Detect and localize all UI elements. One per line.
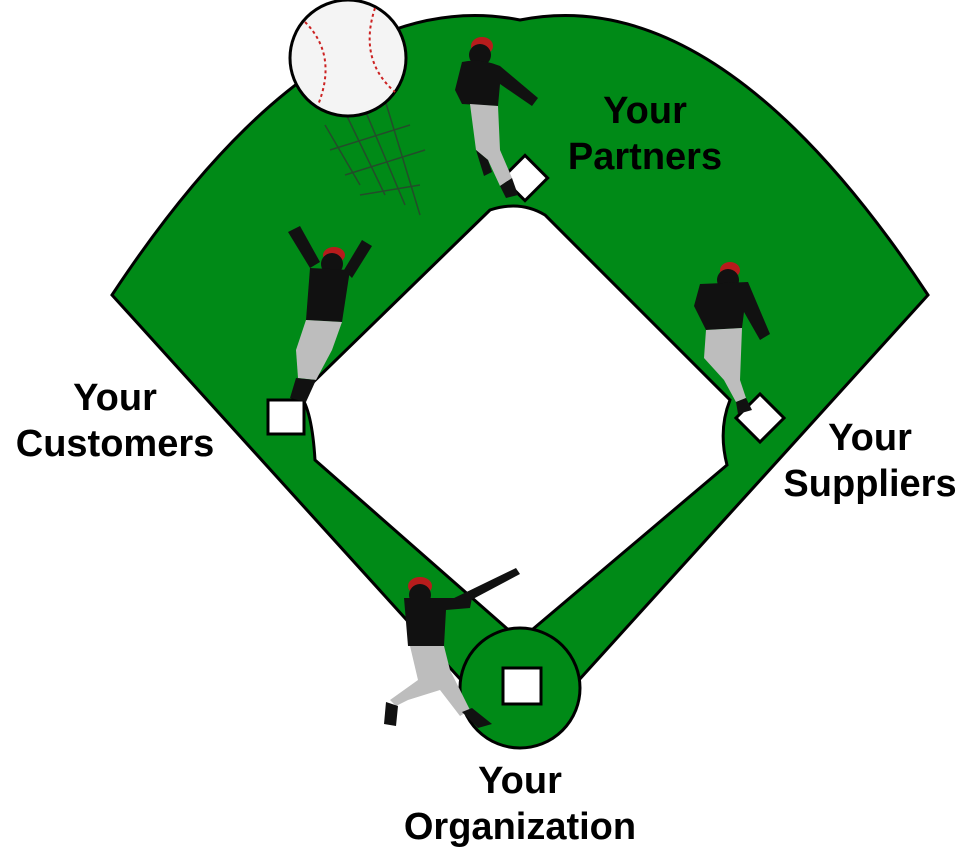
infield-diamond bbox=[297, 204, 732, 642]
label-your-organization: Your Organization bbox=[385, 758, 655, 850]
baseball-icon bbox=[288, 0, 408, 118]
label-suppliers-line2: Suppliers bbox=[783, 463, 957, 505]
label-customers-line1: Your bbox=[73, 377, 157, 419]
home-plate-icon bbox=[501, 666, 543, 706]
label-partners-line1: Your bbox=[603, 90, 687, 132]
batter-icon bbox=[384, 568, 520, 728]
label-your-customers: Your Customers bbox=[0, 375, 230, 467]
runner-icon bbox=[288, 226, 372, 402]
third-base-icon bbox=[266, 398, 306, 436]
label-partners-line2: Partners bbox=[567, 136, 723, 178]
label-organization-line1: Your bbox=[478, 760, 562, 802]
runner-icon bbox=[455, 37, 538, 198]
label-organization-line2: Organization bbox=[403, 806, 637, 848]
label-your-partners: Your Partners bbox=[555, 88, 735, 180]
label-customers-line2: Customers bbox=[15, 423, 215, 465]
label-your-suppliers: Your Suppliers bbox=[770, 415, 970, 507]
runner-icon bbox=[694, 262, 770, 414]
label-suppliers-line1: Your bbox=[828, 417, 912, 459]
ball-motion-lines bbox=[324, 99, 426, 216]
